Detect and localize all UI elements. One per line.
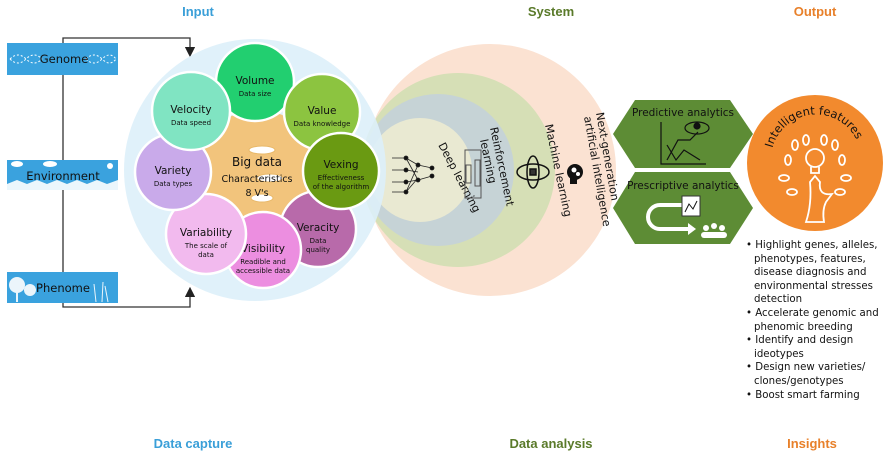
big-data-center: Big data Characteristics 8 V's [221,145,293,203]
insight-item: Identify and design ideotypes [746,334,884,361]
big-data-title: Big data [232,155,282,169]
v-circle-shape [301,131,381,211]
insights-list: Highlight genes, alleles, phenotypes, fe… [746,239,884,402]
source-genome: Genome [7,43,118,75]
v-label: Data [310,237,327,245]
v-label: Effectiveness [318,174,365,182]
source-environment: Environment [7,160,118,190]
footer-insights: Insights [787,436,837,451]
prescriptive-analytics: Prescriptive analytics [613,172,753,244]
v-label: Variability [180,227,232,239]
database-icon [248,145,284,203]
header-input: Input [182,4,214,19]
v-label: Data speed [171,119,211,127]
chart-eye-icon [660,121,710,165]
predictive-label: Predictive analytics [632,107,734,119]
plant-icon [9,277,109,303]
source-label: Environment [26,169,100,183]
v-label: Value [308,105,337,117]
ai-head-icon [567,164,583,184]
weather-icon [7,161,118,190]
footer-data-capture: Data capture [154,436,233,451]
v-label: Volume [235,75,274,87]
v-label: of the algorithm [313,183,370,191]
insight-item: Highlight genes, alleles, phenotypes, fe… [746,239,884,307]
insight-item: Accelerate genomic and phenomic breeding [746,307,884,334]
source-label: Phenome [36,281,90,295]
tree-bulb-icon [778,134,852,223]
v-label: Data size [239,90,272,98]
v-circle-shape [164,192,248,276]
v-label: The scale of [184,242,228,250]
reinforcement-learning: Reinforcement learning [464,126,517,208]
big-data-line2: 8 V's [245,188,268,199]
header-output: Output [794,4,837,19]
reinforcement-icon [464,149,482,199]
v-label: Veracity [297,222,340,234]
big-data-line1: Characteristics [221,174,292,185]
v-label: accessible data [236,267,290,275]
v-label: Readible and [240,258,286,266]
v-label: Velocity [170,104,211,116]
prescriptive-label: Prescriptive analytics [627,180,739,192]
v-label: Vexing [323,159,358,171]
neural-network-icon [392,155,435,195]
system-circles [361,44,616,296]
v-label: Visibility [241,243,285,255]
insight-item: Design new varieties/ clones/genotypes [746,361,884,388]
intelligent-features: Intelligent features [747,95,883,231]
footer-data-analysis: Data analysis [509,436,592,451]
source-label: Genome [40,52,89,66]
header-system: System [528,4,574,19]
v-label: data [198,251,214,259]
v-label: Data knowledge [294,120,351,128]
insight-item: Boost smart farming [746,389,884,403]
atom-icon [516,155,550,189]
source-phenome: Phenome [7,272,118,303]
workflow-icon [646,195,727,238]
v-circle-shape [150,70,232,152]
v-label: Data types [154,180,193,188]
v-label: quality [306,246,330,254]
predictive-analytics: Predictive analytics [613,100,753,168]
v-label: Variety [155,165,192,177]
